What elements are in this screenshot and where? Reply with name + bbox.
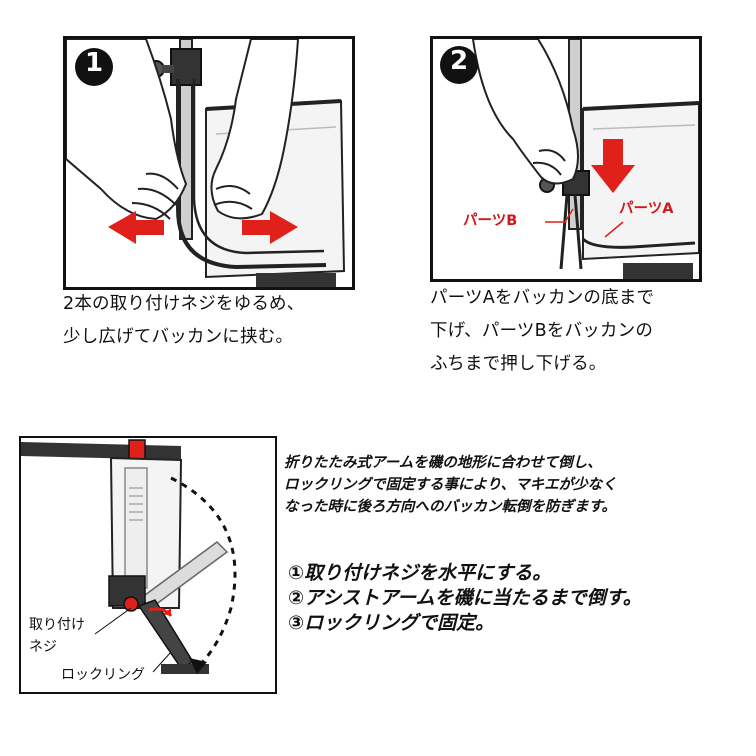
illustration-assist-arm: 取り付け ネジ ロックリング [19,436,277,694]
step-item: ②アシストアームを磯に当たるまで倒す。 [288,587,642,609]
label-mounting-screw-line-2: ネジ [29,636,57,656]
step-1-badge: 1 [84,48,104,78]
label-part-b: パーツB [463,213,518,229]
description-line: 折りたたみ式アームを磯の地形に合わせて倒し、 [284,455,602,471]
label-mounting-screw-line-1: 取り付け [29,614,85,634]
step-2-caption: パーツAをバッカンの底まで 下げ、パーツBをバッカンの ふちまで押し下げる。 [430,282,730,381]
step-1-caption: 2本の取り付けネジをゆるめ、 少し広げてバッカンに挟む。 [63,288,363,354]
caption-line: 下げ、パーツBをバッカンの [430,321,654,341]
caption-line: 少し広げてバッカンに挟む。 [63,327,294,347]
caption-line: ふちまで押し下げる。 [430,354,607,374]
step-item: ③ロックリングで固定。 [288,612,495,634]
description-line: ロックリングで固定する事により、マキエが少なく [284,477,617,493]
illustration-step-2: 2 パーツB パーツA [430,36,702,282]
caption-line: パーツAをバッカンの底まで [430,288,655,308]
caption-line: 2本の取り付けネジをゆるめ、 [63,294,305,314]
step-2-badge: 2 [449,46,469,76]
illustration-step-1: 1 [63,36,355,290]
assist-arm-steps: ①取り付けネジを水平にする。 ②アシストアームを磯に当たるまで倒す。 ③ロックリ… [288,561,748,636]
description-line: なった時に後ろ方向へのバッカン転倒を防ぎます。 [284,499,617,515]
label-lock-ring: ロックリング [61,664,145,684]
step-item: ①取り付けネジを水平にする。 [288,562,552,584]
assist-arm-description: 折りたたみ式アームを磯の地形に合わせて倒し、 ロックリングで固定する事により、マ… [284,452,744,518]
label-part-a: パーツA [619,201,674,217]
